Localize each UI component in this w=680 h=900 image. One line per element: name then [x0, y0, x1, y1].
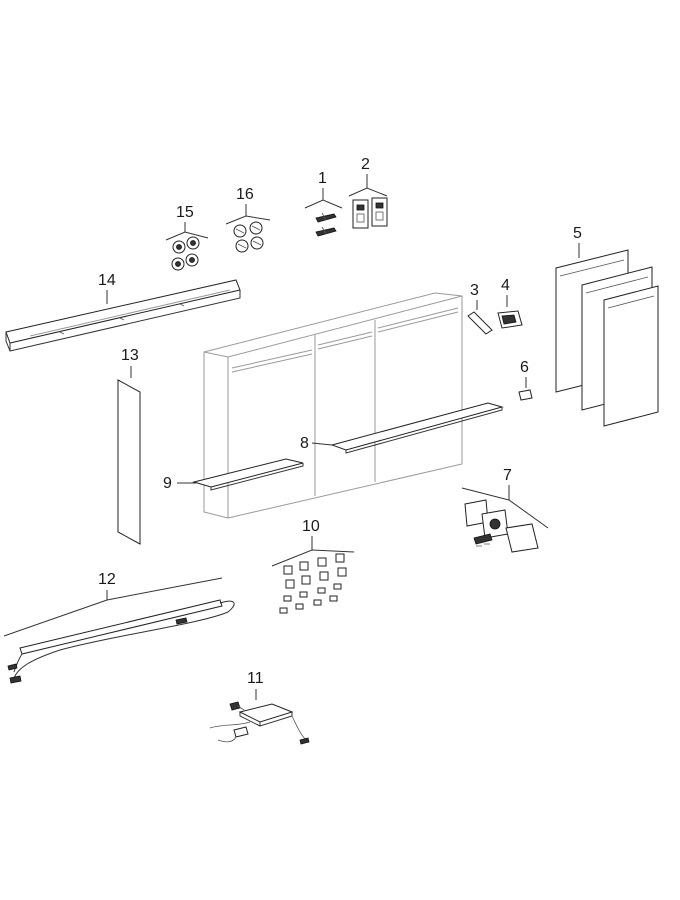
part-15-round-caps: 15 [165, 204, 209, 271]
label-9: 9 [163, 475, 172, 492]
label-16: 16 [236, 186, 254, 203]
part-12-led-cable: 12 [3, 571, 235, 684]
part-6-clip: 6 [518, 359, 533, 401]
label-2: 2 [361, 156, 370, 173]
part-3-cover-plate: 3 [467, 282, 493, 335]
label-13: 13 [121, 347, 139, 364]
label-11: 11 [247, 670, 264, 687]
part-16-caps: 16 [225, 186, 271, 253]
label-4: 4 [501, 277, 510, 294]
label-6: 6 [520, 359, 529, 376]
part-14-light-profile: 14 [5, 272, 241, 352]
label-7: 7 [503, 467, 512, 484]
label-3: 3 [470, 282, 479, 299]
part-13-side-panel: 13 [117, 347, 141, 545]
label-10: 10 [302, 518, 320, 535]
label-1: 1 [318, 170, 327, 187]
mirror-cabinet-body [203, 292, 463, 519]
label-14: 14 [98, 272, 116, 289]
part-1-brackets: 1 [304, 170, 343, 237]
label-8: 8 [300, 435, 309, 452]
part-8-glass-shelf: 8 [300, 402, 504, 454]
part-2-hinges: 2 [348, 156, 388, 229]
part-7-socket-kit: 7 [461, 467, 549, 553]
part-9-lower-shelf: 9 [163, 458, 304, 492]
label-5: 5 [573, 225, 582, 242]
label-12: 12 [98, 571, 116, 588]
label-15: 15 [176, 204, 194, 221]
part-5-mirror-doors: 5 [555, 225, 659, 427]
part-4-switch: 4 [497, 277, 523, 329]
part-10-fixing-set: 10 [271, 518, 355, 614]
part-11-transformer: 11 [209, 670, 310, 745]
